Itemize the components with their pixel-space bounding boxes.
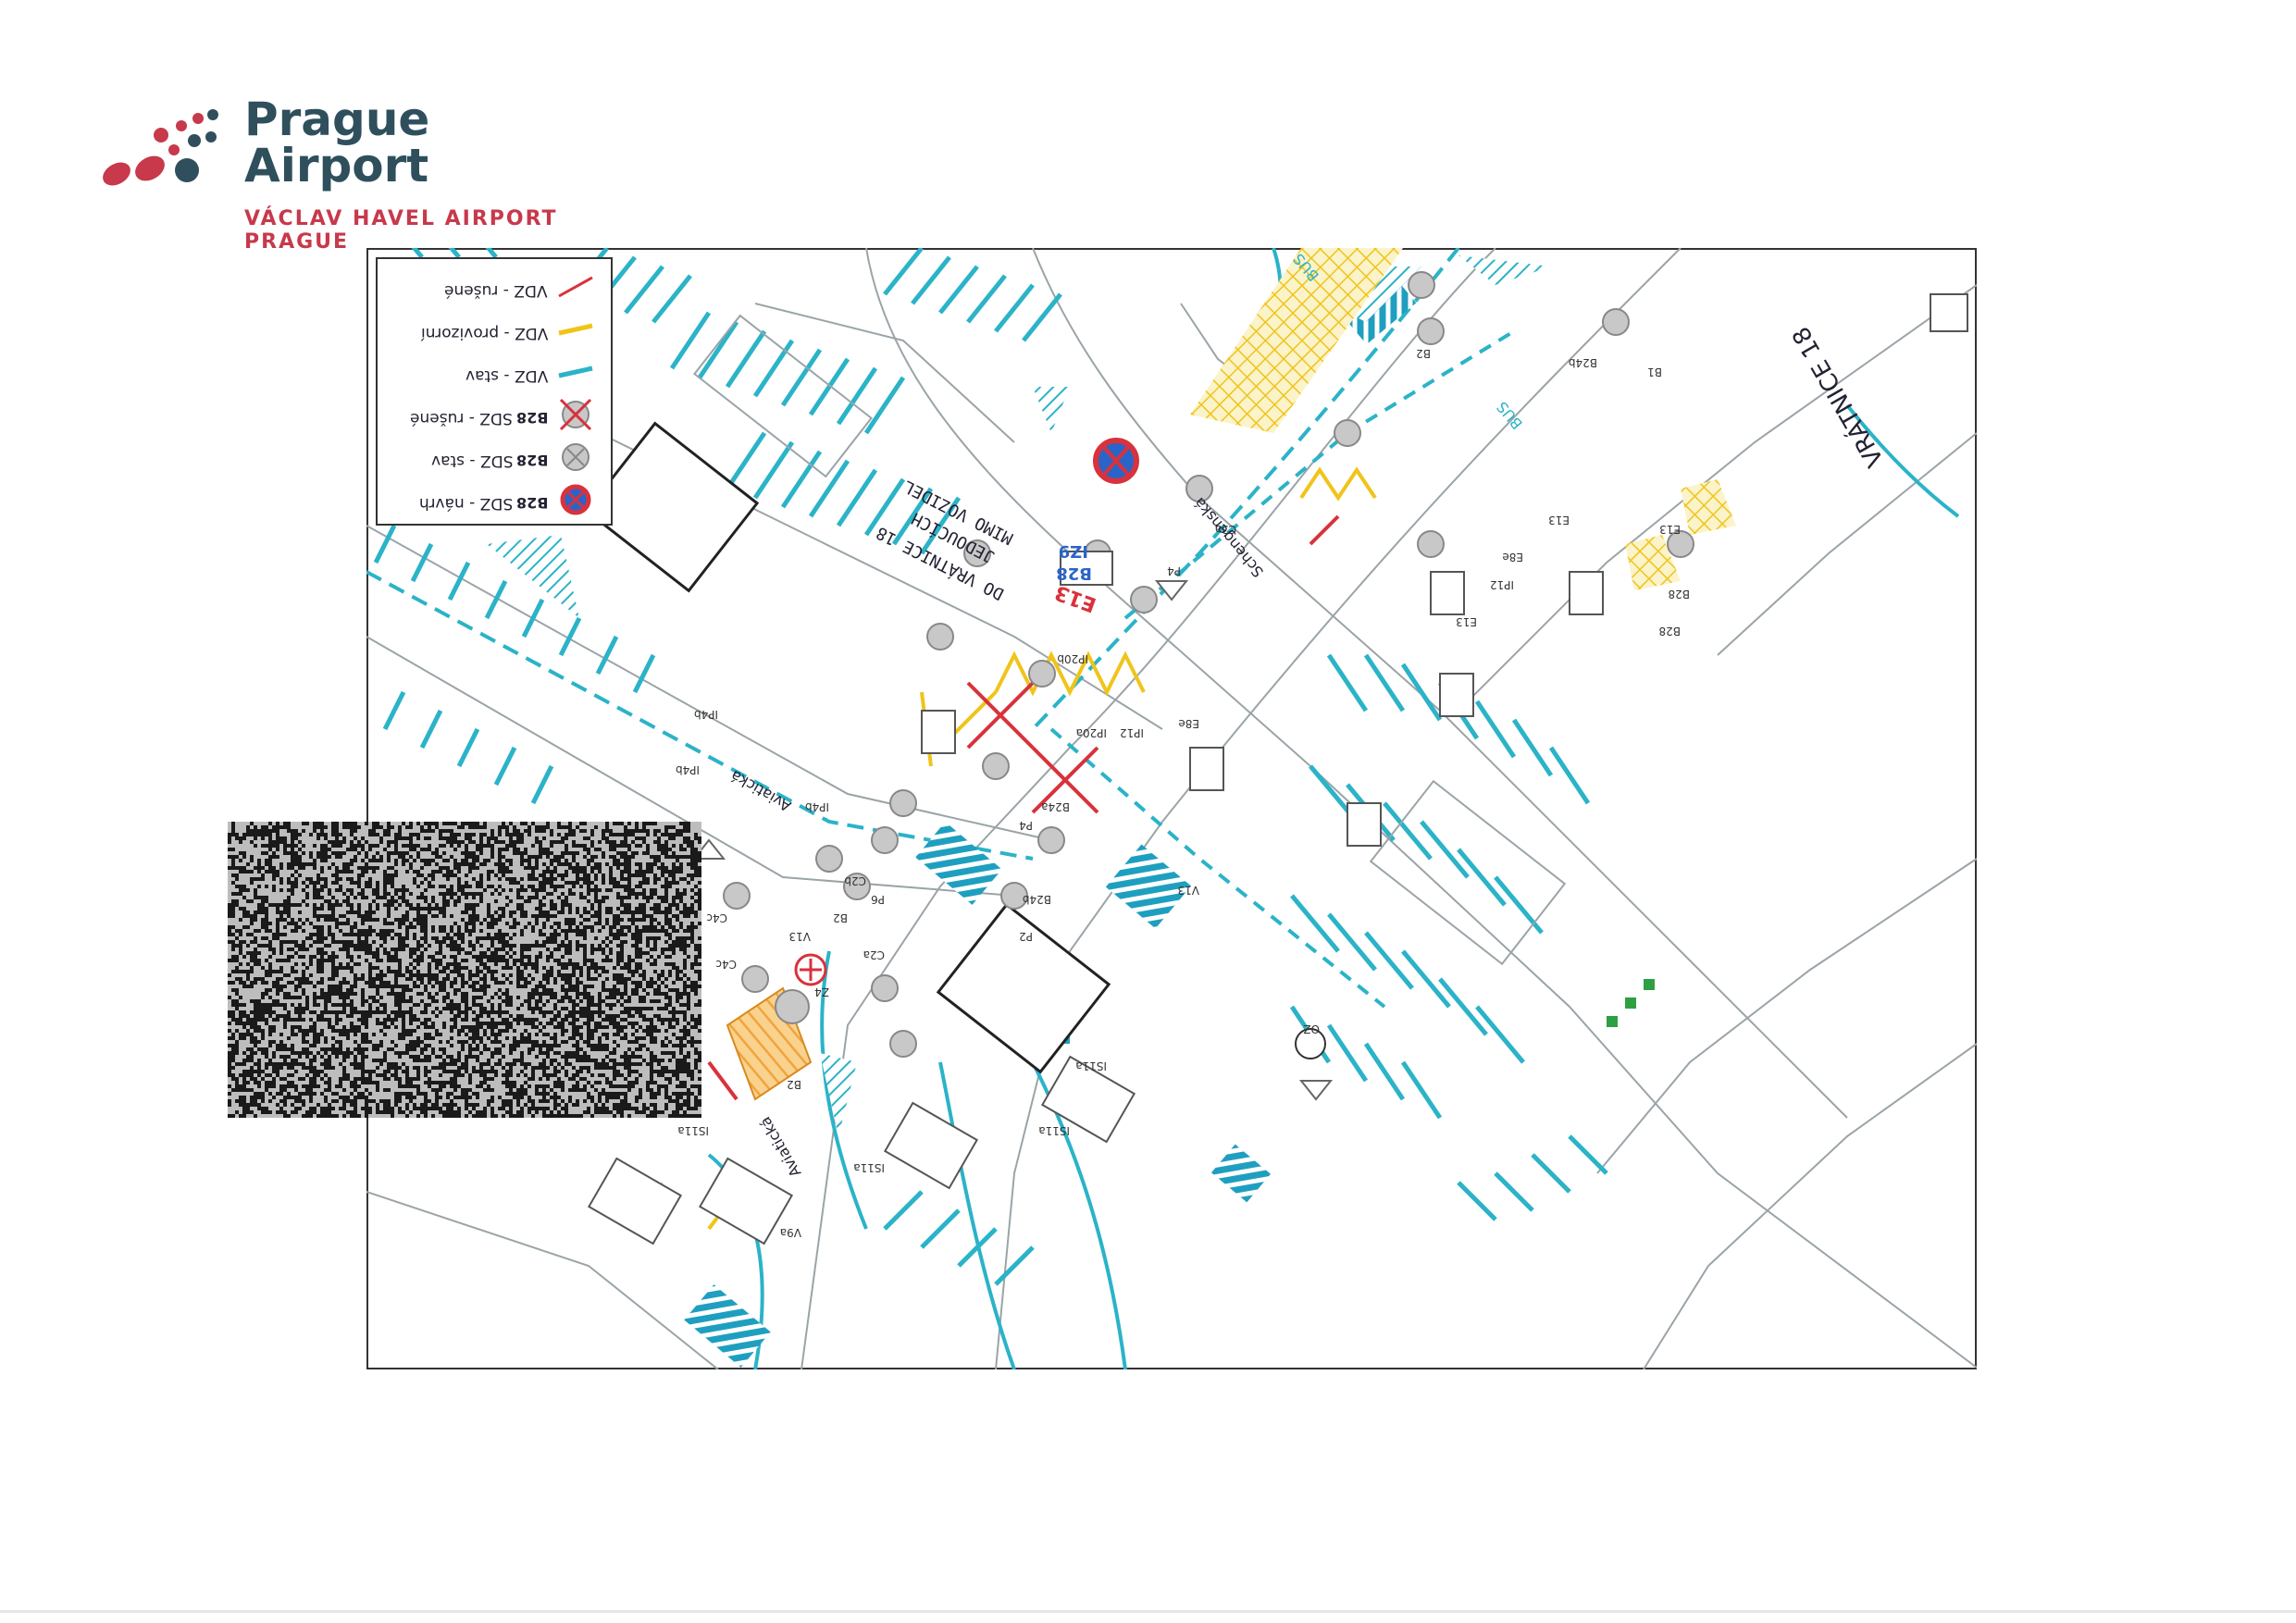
sign-code-label: P6	[871, 893, 885, 906]
cancelled-sign	[794, 953, 827, 986]
legend-text: VDZ - rušené	[444, 281, 548, 300]
sign-code-label: B2	[787, 1078, 801, 1091]
paper-edge-divider	[0, 1610, 2296, 1613]
crossed-grey-sign-icon	[559, 398, 592, 431]
legend-row: VDZ - rušené	[376, 265, 613, 316]
legend-code: B28	[515, 494, 548, 512]
sign-code-label: IS11a	[1038, 1124, 1070, 1137]
legend-text: SDZ - rušené	[410, 409, 513, 427]
sign-code-label: P4	[1019, 819, 1033, 832]
sign-code-label: C2a	[863, 948, 885, 961]
buildings	[584, 421, 1111, 1074]
sign-code-label: V13	[789, 930, 811, 943]
sign-code-label: C4c	[715, 958, 737, 971]
sign-code-label: B24b	[1023, 893, 1051, 906]
sign-code-label: C4c	[706, 911, 727, 924]
sign-code-labels: B2B2E13IP12E8eB28E13B24bB1P4C3aIP12E8eB2…	[565, 258, 1690, 1239]
proposed-no-stopping-sign	[1093, 438, 1139, 484]
sign-code-label: IS11a	[677, 1124, 709, 1137]
sign-code-label: B24a	[1041, 800, 1070, 813]
red-line-icon	[558, 276, 593, 298]
legend-text: VDZ - stav	[465, 366, 548, 385]
legend-text: SDZ - stav	[430, 452, 513, 470]
sign-code-label: E8e	[1502, 551, 1523, 564]
prague-airport-logo: Prague Airport VÁCLAV HAVEL AIRPORT PRAG…	[96, 96, 652, 254]
legend-text: SDZ - návrh	[418, 494, 513, 513]
yellow-line-icon	[558, 323, 593, 336]
sign-code-label: B2	[1416, 347, 1431, 360]
sign-code-label: C2b	[844, 874, 866, 887]
legend-frame	[376, 257, 613, 526]
redacted-noise-block	[228, 822, 701, 1118]
sign-code-label: B1	[1647, 365, 1662, 378]
sign-code-label: IS11a	[1075, 1059, 1107, 1072]
sign-code-label: E8e	[1178, 717, 1199, 730]
legend-row: VDZ - provizorní	[376, 307, 613, 359]
logo-word-prague: Prague	[244, 93, 430, 146]
sign-code-label: V13	[1178, 884, 1199, 897]
info-sign-boxes	[587, 293, 1968, 1245]
sign-code-label: IS11a	[853, 1161, 885, 1174]
logo-mark-icon	[103, 109, 218, 186]
legend-row: VDZ - stav	[376, 350, 613, 402]
label-s-blue: IZ9	[1059, 541, 1088, 561]
sign-code-label: IP20a	[1076, 726, 1107, 739]
green-markers	[1607, 979, 1655, 1027]
sign-code-label: V9a	[780, 1226, 801, 1239]
map-drawing: Aviatická Aviatická Schengenská VRÁTNICE…	[366, 248, 1977, 1369]
sign-code-label: IP12	[1490, 578, 1514, 591]
parking-blocks	[693, 314, 1567, 966]
sign-code-label: E13	[1548, 514, 1570, 527]
sign-code-label: E13	[1456, 615, 1477, 628]
sign-code-label: OZ	[1303, 1022, 1320, 1035]
legend-text: VDZ - provizorní	[420, 324, 548, 342]
sign-code-label: IP4b	[805, 800, 829, 813]
existing-signs	[723, 271, 1694, 1059]
grey-sign-icon	[562, 443, 590, 471]
label-b28-blue: B28	[1056, 564, 1092, 583]
logo-word-airport: Airport	[244, 139, 429, 192]
sign-code-label: IP20b	[1057, 652, 1088, 665]
sign-code-label: B24b	[1569, 356, 1597, 369]
traffic-plan-map: Aviatická Aviatická Schengenská VRÁTNICE…	[366, 248, 1977, 1369]
sign-code-label: C3a	[1215, 523, 1236, 536]
sign-code-label: B28	[1658, 625, 1681, 638]
sign-code-label: IP12	[1120, 726, 1144, 739]
sign-code-label: B28	[1668, 588, 1690, 601]
warning-triangles	[691, 580, 1334, 1101]
logo-subtitle: VÁCLAV HAVEL AIRPORT PRAGUE	[244, 207, 558, 254]
sign-code-label: IP4b	[676, 763, 700, 776]
legend-code: B28	[515, 409, 548, 427]
sign-code-label: P2	[1019, 930, 1033, 943]
provisional-hatched-area	[1190, 248, 1736, 590]
cyan-line-icon	[558, 365, 593, 378]
no-stopping-sign-red-icon	[560, 484, 591, 515]
sign-code-label: B2	[833, 911, 848, 924]
sign-code-label: E13	[1659, 523, 1681, 536]
legend-code: B28	[515, 452, 548, 469]
cancelled-markings	[707, 514, 1340, 1101]
sign-code-label: P4	[1167, 564, 1181, 577]
sign-code-label: IP4b	[694, 708, 718, 721]
sign-code-label: Z4	[814, 985, 829, 998]
